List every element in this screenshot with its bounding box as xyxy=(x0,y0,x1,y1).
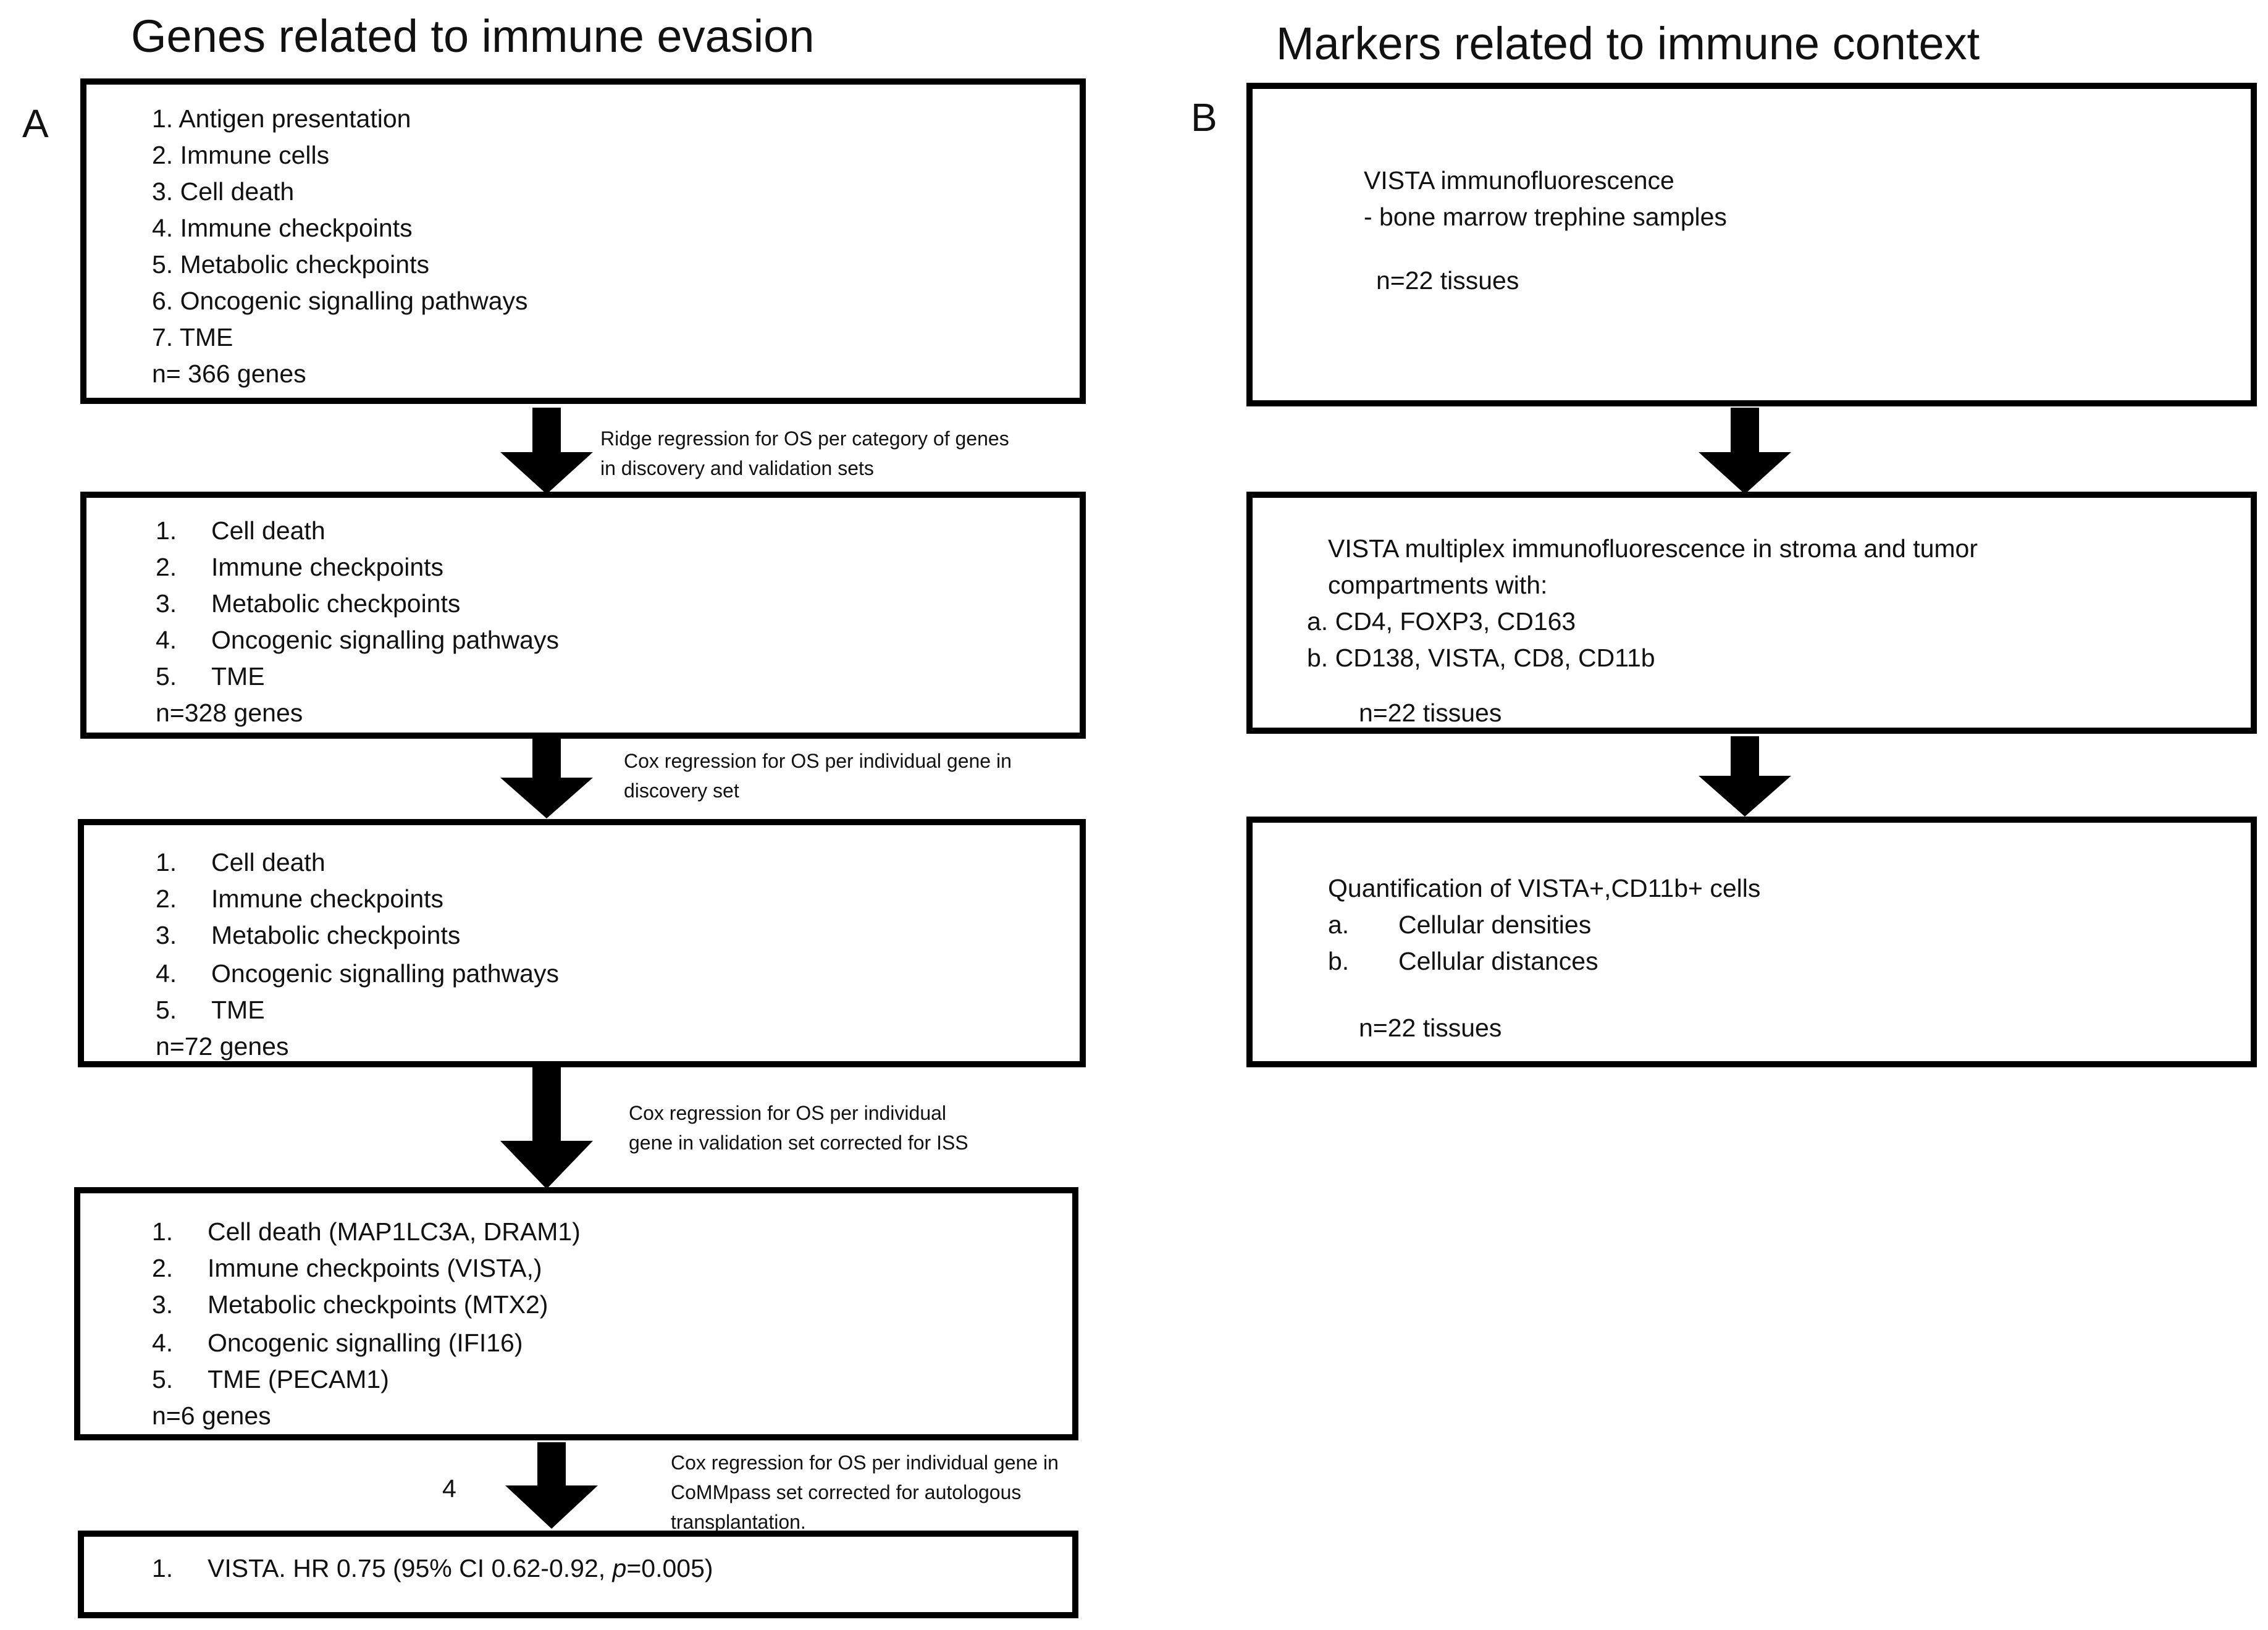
panel-a-box-3 xyxy=(78,819,1086,1067)
box-b2-line: VISTA multiplex immunofluorescence in st… xyxy=(1328,534,1978,563)
box-a2-num: 3. xyxy=(156,589,177,618)
step-2-caption: Cox regression for OS per individual gen… xyxy=(624,750,1012,802)
box-a2-item: TME xyxy=(211,662,265,691)
box-a4-item: Cell death (MAP1LC3A, DRAM1) xyxy=(208,1217,581,1246)
box-b2-line: compartments with: xyxy=(1328,571,1548,599)
box-a2-item: Metabolic checkpoints xyxy=(211,589,461,618)
box-b2-line: b. CD138, VISTA, CD8, CD11b xyxy=(1307,644,1655,672)
box-a5-result: VISTA. HR 0.75 (95% CI 0.62-0.92, p=0.00… xyxy=(208,1554,713,1582)
box-a3-item: Cell death xyxy=(211,848,326,876)
panel-a-box-4 xyxy=(74,1187,1078,1440)
box-a3-num: 4. xyxy=(156,959,177,988)
panel-a-label: A xyxy=(22,101,49,146)
box-a2-num: 2. xyxy=(156,553,177,581)
box-a3-item: Metabolic checkpoints xyxy=(211,921,461,949)
down-arrow-icon xyxy=(500,1065,593,1189)
box-b3-header: Quantification of VISTA+,CD11b+ cells xyxy=(1328,874,1761,902)
box-b2-line: a. CD4, FOXP3, CD163 xyxy=(1307,607,1576,636)
box-a1-item: 1. Antigen presentation xyxy=(152,104,411,133)
panel-b-label: B xyxy=(1191,95,1217,140)
box-b2-count: n=22 tissues xyxy=(1359,699,1502,727)
box-a4-item: TME (PECAM1) xyxy=(208,1365,389,1393)
box-a1-item: 6. Oncogenic signalling pathways xyxy=(152,287,528,315)
panel-a-box-5 xyxy=(78,1531,1078,1618)
box-a1-item: 7. TME xyxy=(152,323,233,351)
box-a3-num: 1. xyxy=(156,848,177,876)
box-a3-item: TME xyxy=(211,996,265,1024)
panel-b-box-2 xyxy=(1246,492,2257,734)
box-a4-num: 2. xyxy=(152,1254,174,1282)
down-arrow-icon xyxy=(505,1442,598,1529)
box-a4-num: 3. xyxy=(152,1290,174,1319)
box-a4-num: 4. xyxy=(152,1329,174,1357)
step-1-caption: Ridge regression for OS per category of … xyxy=(600,427,1009,479)
box-b1-line: VISTA immunofluorescence xyxy=(1364,166,1674,195)
box-b3-num: b. xyxy=(1328,947,1350,975)
panel-b-box-3 xyxy=(1246,817,2257,1067)
panel-b-title: Markers related to immune context xyxy=(1276,18,1980,69)
step-3-caption: Cox regression for OS per individual gen… xyxy=(629,1102,968,1154)
box-a2-count: n=328 genes xyxy=(156,699,303,727)
panel-a-box-2 xyxy=(80,492,1086,739)
box-a2-item: Cell death xyxy=(211,516,326,545)
down-arrow-icon xyxy=(500,738,593,818)
box-a2-num: 4. xyxy=(156,626,177,654)
step-4-caption: Cox regression for OS per individual gen… xyxy=(671,1451,1059,1533)
box-b3-num: a. xyxy=(1328,910,1350,939)
box-a1-count: n= 366 genes xyxy=(152,359,306,388)
step-4-number: 4 xyxy=(442,1474,456,1503)
panel-a-box-1 xyxy=(80,78,1086,404)
box-a1-item: 3. Cell death xyxy=(152,177,295,206)
box-a4-item: Immune checkpoints (VISTA,) xyxy=(208,1254,542,1282)
box-a3-num: 5. xyxy=(156,996,177,1024)
box-b1-count: n=22 tissues xyxy=(1376,266,1519,295)
box-b3-count: n=22 tissues xyxy=(1359,1014,1502,1042)
down-arrow-icon xyxy=(1699,408,1791,494)
box-a4-item: Metabolic checkpoints (MTX2) xyxy=(208,1290,548,1319)
box-a3-num: 2. xyxy=(156,884,177,913)
box-b3-item: Cellular distances xyxy=(1398,947,1598,975)
down-arrow-icon xyxy=(500,408,593,494)
box-a4-count: n=6 genes xyxy=(152,1401,271,1430)
box-b1-line: - bone marrow trephine samples xyxy=(1364,203,1727,231)
box-a3-num: 3. xyxy=(156,921,177,949)
box-a4-num: 5. xyxy=(152,1365,174,1393)
box-a2-item: Immune checkpoints xyxy=(211,553,444,581)
box-a1-item: 2. Immune cells xyxy=(152,141,330,169)
box-a2-num: 1. xyxy=(156,516,177,545)
down-arrow-icon xyxy=(1699,736,1791,817)
box-a4-num: 1. xyxy=(152,1217,174,1246)
box-a1-item: 5. Metabolic checkpoints xyxy=(152,250,429,279)
box-a2-item: Oncogenic signalling pathways xyxy=(211,626,559,654)
box-a4-item: Oncogenic signalling (IFI16) xyxy=(208,1329,523,1357)
panel-a-title: Genes related to immune evasion xyxy=(131,11,815,62)
box-a3-count: n=72 genes xyxy=(156,1032,289,1061)
panel-b-box-1 xyxy=(1246,83,2257,406)
box-a2-num: 5. xyxy=(156,662,177,691)
box-b3-item: Cellular densities xyxy=(1398,910,1592,939)
box-a1-item: 4. Immune checkpoints xyxy=(152,214,413,242)
box-a5-num: 1. xyxy=(152,1554,174,1582)
box-a3-item: Immune checkpoints xyxy=(211,884,444,913)
box-a3-item: Oncogenic signalling pathways xyxy=(211,959,559,988)
